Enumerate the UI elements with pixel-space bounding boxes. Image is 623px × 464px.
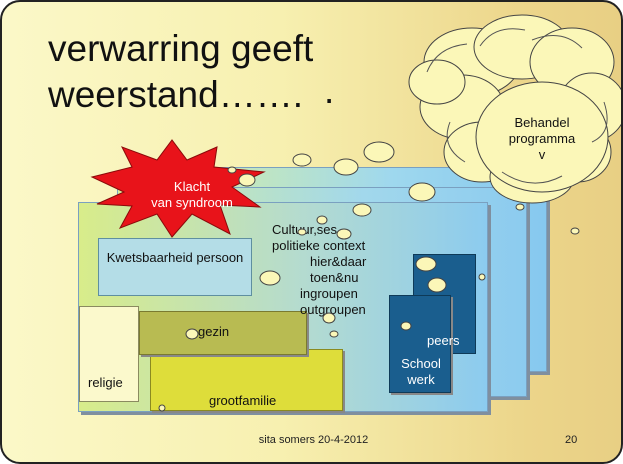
religie-label: religie [88, 375, 123, 390]
gezin-box: gezin [139, 311, 307, 355]
grootfamilie-box: grootfamilie [150, 349, 343, 411]
kwetsbaarheid-box: Kwetsbaarheid persoon [98, 238, 252, 296]
thought-bubbles-icon [158, 141, 580, 412]
context-line-outgroupen: outgroupen [300, 302, 366, 317]
kwetsbaarheid-label: Kwetsbaarheid persoon [106, 250, 244, 265]
behandel-cloud-icon [408, 14, 621, 204]
religie-box: religie [79, 306, 139, 402]
peers-label: peers [427, 333, 460, 348]
context-line-politieke: politieke context [272, 238, 366, 253]
gezin-label: gezin [198, 324, 230, 339]
context-line-hier-daar: hier&daar [310, 254, 367, 269]
context-line-ingroupen: ingroupen [300, 286, 358, 301]
school-werk-box [389, 295, 451, 393]
school-werk-label: School werk [401, 356, 441, 387]
slide-footer: sita somers 20-4-2012 [258, 434, 369, 446]
page-number: 20 [565, 434, 578, 446]
slide-title: verwarring geeft weerstand……. [48, 28, 314, 115]
title-dot: . [324, 70, 335, 111]
grootfamilie-label: grootfamilie [209, 393, 277, 408]
klacht-star-icon [90, 139, 266, 238]
cloud-outline-icon [426, 28, 608, 184]
klacht-label: Klacht van syndroom [151, 179, 233, 210]
context-text: Cultuur,ses politieke context hier&daar … [272, 222, 402, 318]
context-line-toen-nu: toen&nu [310, 270, 359, 285]
behandel-label: Behandel programma v [508, 115, 576, 162]
